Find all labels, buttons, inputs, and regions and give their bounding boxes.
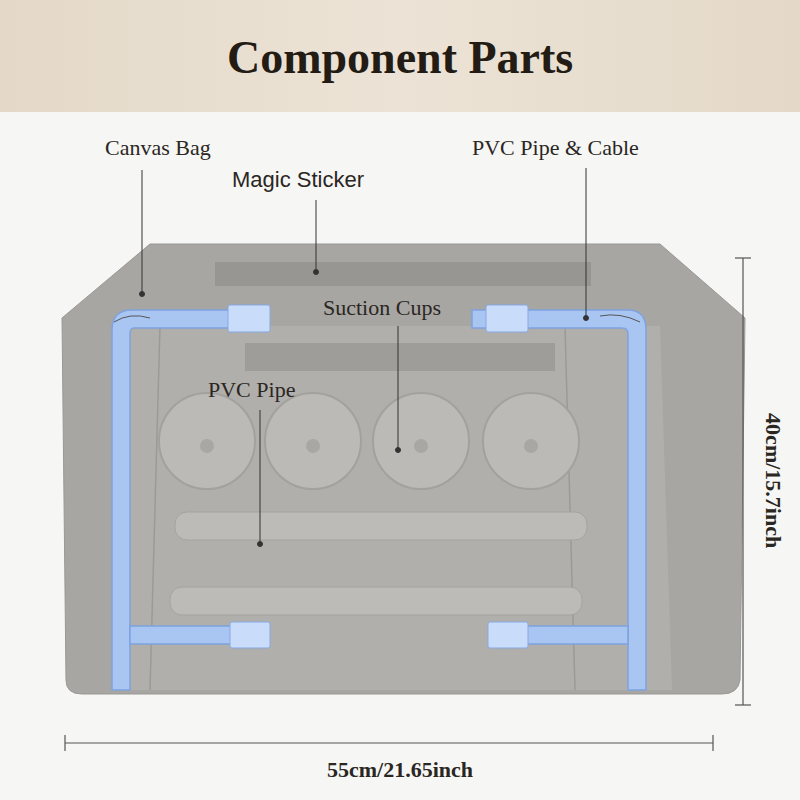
magic-sticker bbox=[215, 262, 591, 286]
leader-line bbox=[140, 168, 589, 547]
dimension-label: 55cm/21.65inch bbox=[327, 757, 473, 782]
magic-sticker bbox=[245, 343, 555, 371]
dimension-label: 40cm/15.7inch bbox=[761, 410, 786, 551]
pvc-pipe-and-cable bbox=[112, 310, 646, 690]
canvas-bag bbox=[62, 244, 745, 694]
dimension-line bbox=[65, 258, 751, 751]
part-label: PVC Pipe & Cable bbox=[472, 135, 639, 160]
part-label: Magic Sticker bbox=[232, 167, 364, 192]
title: Component Parts bbox=[227, 32, 573, 85]
part-label: PVC Pipe bbox=[208, 377, 295, 402]
title-band bbox=[0, 0, 800, 112]
part-label: Canvas Bag bbox=[105, 135, 211, 160]
pvc-pipe bbox=[175, 512, 587, 540]
suction-cups bbox=[159, 393, 579, 489]
part-label: Suction Cups bbox=[323, 295, 441, 320]
bag-inner-panel bbox=[118, 326, 672, 690]
pvc-pipe bbox=[170, 587, 582, 615]
